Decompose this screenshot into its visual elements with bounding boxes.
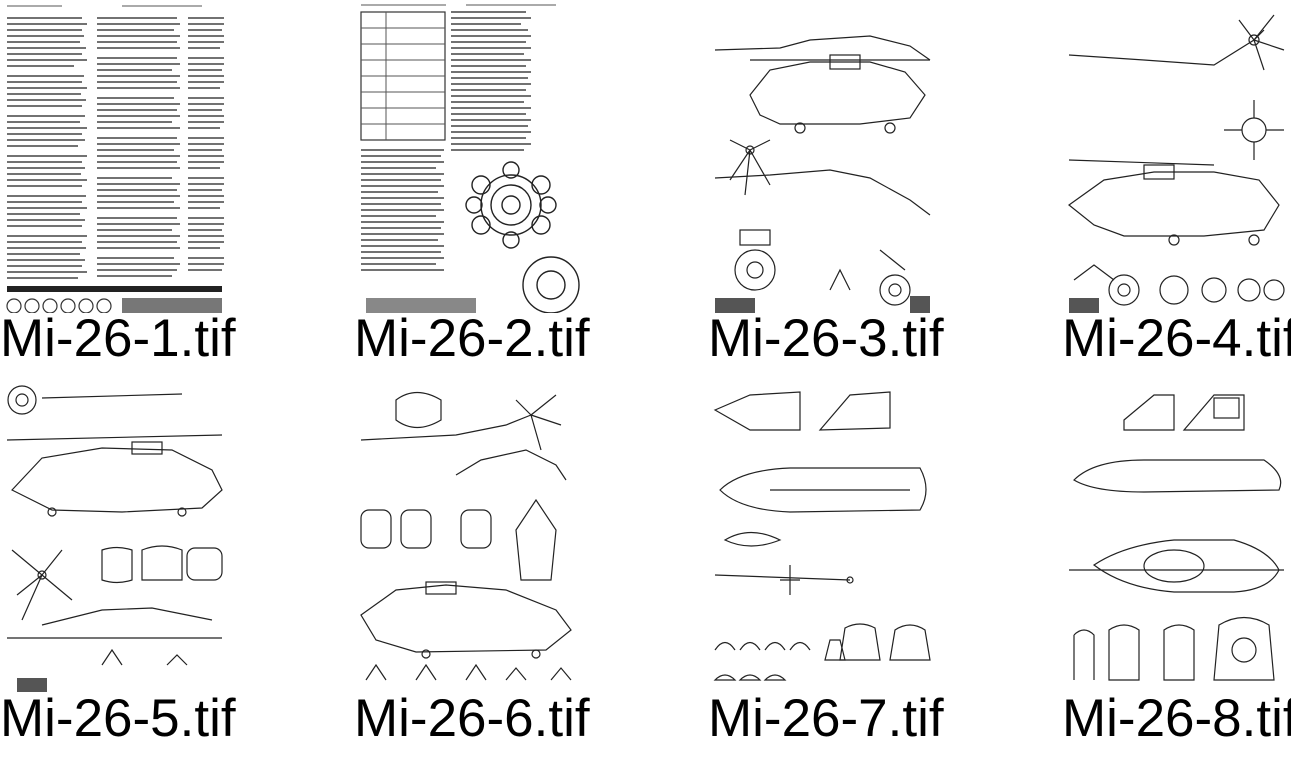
file-name-label[interactable]: Mi-26-3.tif — [708, 309, 944, 368]
helicopter-drawing-thumbnail — [360, 391, 572, 681]
thumbnail-image[interactable] — [356, 0, 582, 313]
file-tile-mi-26-5[interactable]: Mi-26-5.tif — [0, 380, 240, 766]
file-tile-mi-26-6[interactable]: Mi-26-6.tif — [354, 380, 594, 766]
file-tile-mi-26-2[interactable]: Mi-26-2.tif — [354, 0, 594, 386]
text-page-thumbnail — [6, 5, 224, 313]
file-tile-mi-26-4[interactable]: Mi-26-4.tif — [1062, 0, 1291, 386]
file-name-label[interactable]: Mi-26-5.tif — [0, 689, 236, 748]
helicopter-drawing-thumbnail — [713, 391, 931, 681]
file-tile-mi-26-7[interactable]: Mi-26-7.tif — [708, 380, 948, 766]
file-name-label[interactable]: Mi-26-1.tif — [0, 309, 236, 368]
file-tile-mi-26-8[interactable]: Mi-26-8.tif — [1062, 380, 1291, 766]
file-tile-mi-26-1[interactable]: Mi-26-1.tif — [0, 0, 240, 386]
thumbnail-image[interactable] — [710, 380, 936, 692]
file-name-label[interactable]: Mi-26-4.tif — [1062, 309, 1291, 368]
file-name-label[interactable]: Mi-26-7.tif — [708, 689, 944, 748]
file-tile-mi-26-3[interactable]: Mi-26-3.tif — [708, 0, 948, 386]
helicopter-drawing-thumbnail — [714, 35, 931, 313]
thumbnail-image[interactable] — [710, 0, 936, 313]
thumbnail-image[interactable] — [1064, 380, 1290, 692]
table-engine-thumbnail — [360, 4, 580, 313]
file-name-label[interactable]: Mi-26-2.tif — [354, 309, 590, 368]
helicopter-drawing-thumbnail — [1069, 394, 1284, 681]
thumbnail-image[interactable] — [2, 380, 228, 692]
thumbnail-image[interactable] — [2, 0, 228, 313]
helicopter-drawing-thumbnail — [1068, 14, 1285, 313]
file-name-label[interactable]: Mi-26-8.tif — [1062, 689, 1291, 748]
thumbnail-image[interactable] — [1064, 0, 1290, 313]
file-name-label[interactable]: Mi-26-6.tif — [354, 689, 590, 748]
helicopter-drawing-thumbnail — [6, 385, 223, 692]
thumbnail-image[interactable] — [356, 380, 582, 692]
